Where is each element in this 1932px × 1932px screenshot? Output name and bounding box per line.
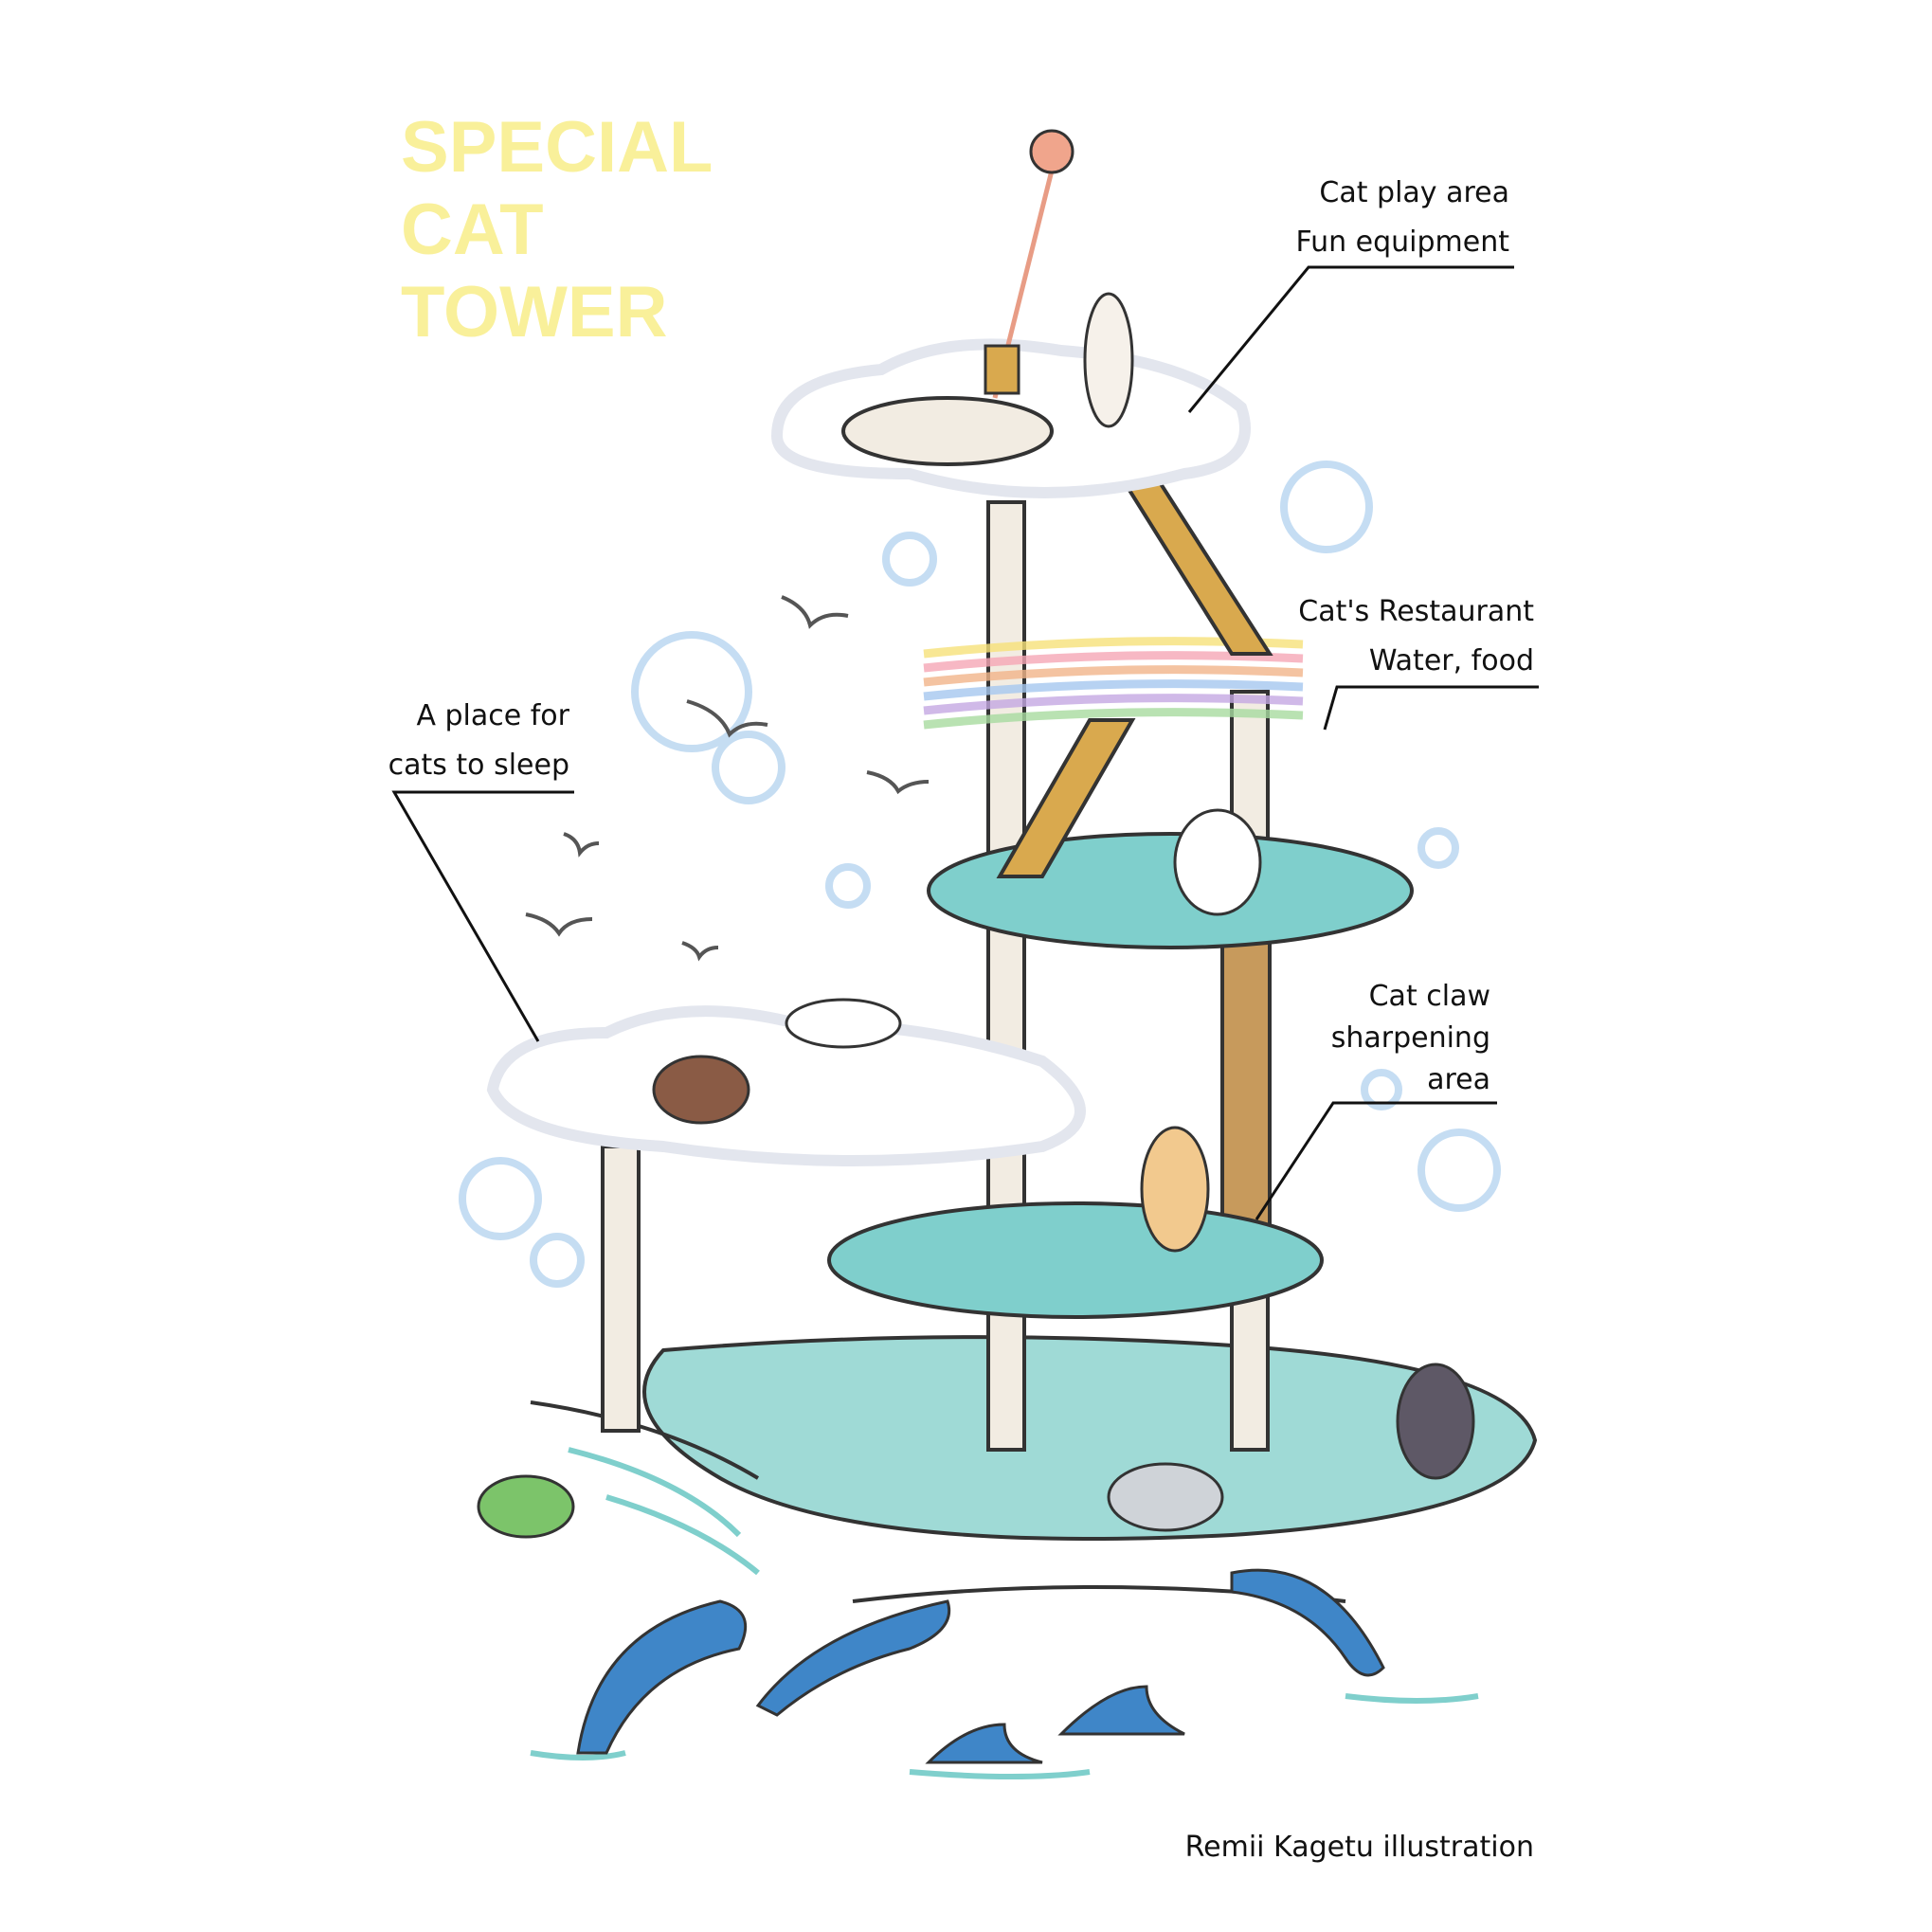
annotation-line: area: [1427, 1063, 1490, 1096]
restaurant-platform: [927, 832, 1414, 949]
annotation-line: Cat claw: [1368, 980, 1490, 1013]
annotation-line: Cat's Restaurant: [1298, 595, 1534, 628]
cats: [652, 292, 1475, 1532]
toy-wand: [984, 129, 1074, 399]
dolphins: [576, 1568, 1385, 1764]
annotation-line: sharpening: [1330, 1021, 1490, 1055]
annotation-play-area: Cat play area Fun equipment: [1295, 169, 1509, 267]
birds: [525, 595, 930, 962]
annotation-line: Cat play area: [1319, 176, 1509, 209]
annotation-claw: Cat claw sharpening area: [1331, 976, 1490, 1101]
title-line: TOWER: [401, 272, 668, 352]
turtle: [477, 1474, 575, 1539]
bubbles: [459, 460, 1501, 1288]
play-platform: [841, 396, 1054, 466]
rainbow: [923, 637, 1304, 730]
annotation-line: A place for: [416, 699, 569, 732]
leader-lines: [391, 265, 1539, 1220]
artist-credit: Remii Kagetu illustration: [1184, 1831, 1534, 1864]
bottom-platform: [827, 1201, 1324, 1319]
title-line: CAT: [401, 190, 544, 270]
poster-title: SPECIAL CAT TOWER: [401, 106, 713, 353]
annotation-line: Water, food: [1368, 644, 1534, 677]
title-line: SPECIAL: [401, 107, 713, 188]
annotation-line: Fun equipment: [1295, 226, 1509, 259]
annotation-line: cats to sleep: [388, 749, 569, 782]
annotation-restaurant: Cat's Restaurant Water, food: [1298, 587, 1534, 686]
sea: [530, 1335, 1538, 1779]
annotation-sleep: A place for cats to sleep: [388, 692, 569, 790]
